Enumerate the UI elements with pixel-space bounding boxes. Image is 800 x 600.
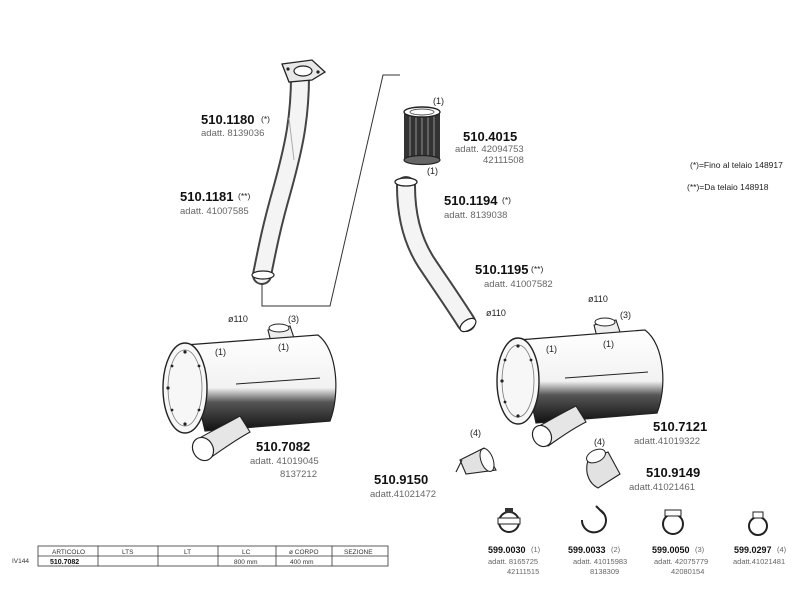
muffler-outlet-pipe-right	[531, 405, 587, 448]
callout-pipe-middle: (1)	[427, 166, 438, 176]
part-code-510-1194: 510.1194	[444, 193, 498, 208]
callout-filter: (1)	[433, 96, 444, 106]
part-mark-510-1194: (*)	[502, 195, 511, 205]
clamp-mark-599-0050: (3)	[695, 545, 705, 554]
part-ref-510-1195: adatt. 41007582	[484, 279, 553, 290]
clamp-ref-599-0297: adatt.41021481	[733, 557, 785, 566]
part-ref-510-7121: adatt.41019322	[634, 436, 700, 447]
clamp-ref-599-0030: adatt. 8165725	[488, 557, 538, 566]
spec-table: IV144 ARTICOLO LTS LT LC ø CORPO SEZIONE…	[12, 545, 389, 567]
part-code-510-9150: 510.9150	[374, 472, 428, 487]
part-ref-510-1194: adatt. 8139038	[444, 210, 507, 221]
muffler-510-7121-drawing	[496, 317, 664, 448]
legend-before-frame: (*)=Fino al telaio 148917	[690, 160, 783, 170]
clamp-code-599-0030: 599.0030	[488, 545, 526, 555]
legend-from-frame: (**)=Da telaio 148918	[687, 182, 769, 192]
part-ref-510-9150: adatt.41021472	[370, 489, 436, 500]
pipe-510-1180-drawing	[251, 59, 327, 285]
part-code-510-7082: 510.7082	[256, 439, 310, 454]
part-code-510-1195: 510.1195	[475, 262, 529, 277]
part-ref-510-9149: adatt.41021461	[629, 482, 695, 493]
clamp-code-599-0297: 599.0297	[734, 545, 772, 555]
table-header-lts: LTS	[122, 549, 134, 556]
part-ref-510-7082: adatt. 41019045	[250, 456, 319, 467]
clamp-ref-599-0033: adatt. 41015983	[573, 557, 627, 566]
diameter-left-muffler: ø110	[228, 314, 248, 324]
callout-left-muffler-a: (1)	[215, 347, 226, 357]
clamp-ref-599-0050: adatt. 42075779	[654, 557, 708, 566]
part-mark-510-1180: (*)	[261, 114, 270, 124]
clamp-599-0033-drawing	[580, 505, 607, 534]
clamp-mark-599-0297: (4)	[777, 545, 787, 554]
clamp-ref2-599-0033: 8138309	[590, 567, 619, 576]
tailpipe-510-9150-drawing	[455, 447, 497, 475]
clamp-code-599-0050: 599.0050	[652, 545, 690, 555]
callout-right-muffler-b: (1)	[603, 339, 614, 349]
part-ref2-510-4015: 42111508	[483, 155, 524, 166]
part-code-510-1181: 510.1181	[180, 189, 234, 204]
table-cell-corpo: 400 mm	[290, 559, 313, 566]
clamp-mark-599-0033: (2)	[611, 545, 621, 554]
callout-right-clamp3: (3)	[620, 310, 631, 320]
callout-tailpipe-left: (4)	[470, 428, 481, 438]
filter-510-4015-drawing	[403, 106, 441, 166]
part-code-510-7121: 510.7121	[653, 419, 707, 434]
pipe-510-1194-drawing	[394, 176, 477, 333]
part-code-510-9149: 510.9149	[646, 465, 700, 480]
part-code-510-1180: 510.1180	[201, 112, 255, 127]
callout-left-clamp3: (3)	[288, 314, 299, 324]
part-mark-510-1181: (**)	[238, 191, 250, 201]
table-header-corpo: ø CORPO	[289, 549, 319, 556]
clamp-code-599-0033: 599.0033	[568, 545, 606, 555]
table-header-articolo: ARTICOLO	[52, 549, 85, 556]
clamp-mark-599-0030: (1)	[531, 545, 541, 554]
table-header-sezione: SEZIONE	[344, 549, 373, 556]
clamp-ref2-599-0030: 42111515	[507, 567, 539, 576]
callout-left-muffler-b: (1)	[278, 342, 289, 352]
table-header-lc: LC	[242, 549, 251, 556]
table-cell-lc: 800 mm	[234, 559, 257, 566]
callout-tailpipe-right: (4)	[594, 437, 605, 447]
table-row-label: IV144	[12, 558, 29, 565]
table-cell-articolo: 510.7082	[50, 559, 79, 566]
part-ref-510-4015: adatt. 42094753	[455, 144, 524, 155]
part-ref-510-1180: adatt. 8139036	[201, 128, 264, 139]
diameter-pipe-middle: ø110	[486, 308, 506, 318]
clamp-ref2-599-0050: 42080154	[671, 567, 704, 576]
tailpipe-510-9149-drawing	[586, 448, 621, 489]
table-header-lt: LT	[184, 549, 191, 556]
part-mark-510-1195: (**)	[531, 264, 543, 274]
part-ref-510-1181: adatt. 41007585	[180, 206, 249, 217]
part-ref2-510-7082: 8137212	[280, 469, 317, 480]
clamp-599-0050-drawing	[662, 509, 684, 535]
diameter-right-muffler: ø110	[588, 294, 608, 304]
clamp-599-0030-drawing	[497, 508, 521, 533]
muffler-outlet-pipe	[191, 415, 251, 462]
callout-right-muffler-a: (1)	[546, 344, 557, 354]
part-code-510-4015: 510.4015	[463, 129, 517, 144]
flange-plate	[281, 59, 327, 83]
clamp-599-0297-drawing	[748, 511, 768, 536]
alternative-bracket-line	[261, 74, 400, 307]
muffler-510-7082-drawing	[162, 323, 337, 462]
